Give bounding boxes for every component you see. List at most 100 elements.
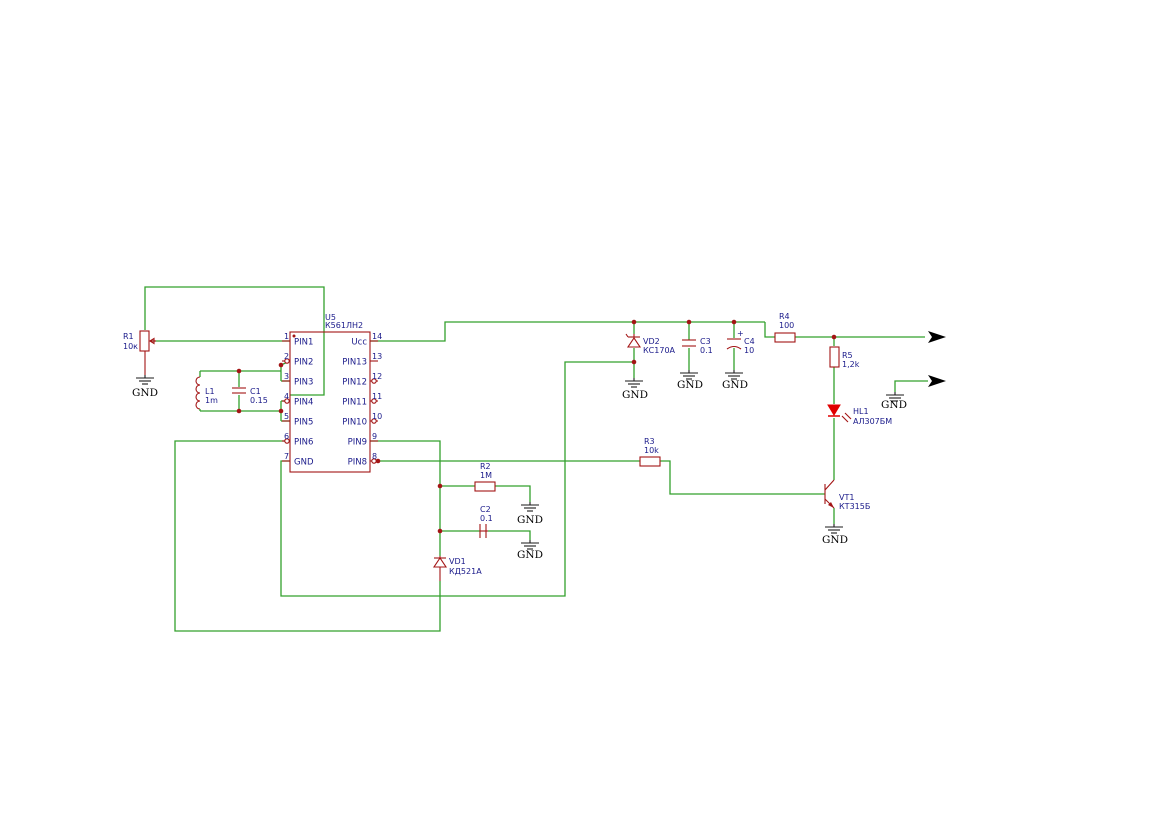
- hl1-ref: HL1: [853, 407, 869, 416]
- junction-dot: [437, 483, 443, 489]
- ground-label: GND: [132, 387, 158, 399]
- r3-value: 10k: [644, 446, 659, 455]
- ground-symbol: GND: [722, 370, 748, 391]
- r4-value: 100: [779, 321, 794, 330]
- ic-pin-number: 11: [372, 392, 382, 401]
- c3-value: 0.1: [700, 346, 713, 355]
- ic-ref: U5: [325, 313, 336, 322]
- diode-vd1[interactable]: VD1 КД521А: [432, 556, 482, 581]
- ic-pin-label: PIN5: [294, 418, 313, 428]
- ic-pin-label: PIN6: [294, 438, 313, 448]
- vd1-value: КД521А: [449, 567, 482, 576]
- junction-dot: [831, 334, 837, 340]
- resistor-r2[interactable]: R2 1M: [474, 462, 496, 492]
- ic-pin-label: PIN2: [294, 358, 313, 368]
- wires: [144, 286, 928, 632]
- ground-symbols: GND GND GND GND GND GND GND GND: [132, 370, 907, 561]
- ground-label: GND: [822, 534, 848, 546]
- junction-dot: [437, 528, 443, 534]
- ground-label: GND: [677, 379, 703, 391]
- junction-dots: [236, 319, 837, 534]
- r3-ref: R3: [644, 437, 655, 446]
- potentiometer-r1[interactable]: R1 10к: [123, 330, 156, 375]
- ic-pin-label: PIN13: [342, 358, 367, 368]
- ground-symbol: GND: [132, 375, 158, 399]
- junction-dot: [278, 362, 284, 368]
- junction-dot: [731, 319, 737, 325]
- ic-pin-number: 5: [284, 412, 289, 421]
- resistor-r4[interactable]: R4 100: [774, 312, 796, 343]
- ic-pin-label: PIN1: [294, 338, 313, 348]
- ic-pin-number: 2: [284, 352, 289, 361]
- junction-dot: [686, 319, 692, 325]
- zener-vd2[interactable]: VD2 КС170А: [625, 333, 676, 355]
- junction-dot: [236, 408, 242, 414]
- ic-pin-number: 10: [372, 412, 382, 421]
- ic-pin-number: 7: [284, 452, 289, 461]
- ic-pin-label: PIN12: [342, 378, 367, 388]
- ic-pin-label: GND: [294, 458, 314, 468]
- c4-ref: C4: [744, 337, 755, 346]
- r2-value: 1M: [480, 471, 492, 480]
- ic-pin-number: 8: [372, 452, 377, 461]
- vd2-value: КС170А: [643, 346, 676, 355]
- hl1-value: АЛ307БМ: [853, 417, 892, 426]
- ground-symbol: GND: [517, 540, 543, 561]
- inductor-l1[interactable]: L1 1m: [195, 371, 218, 411]
- capacitor-c2[interactable]: C2 0.1: [479, 505, 493, 538]
- ground-label: GND: [517, 514, 543, 526]
- ic-pin-label: PIN11: [342, 398, 367, 408]
- vt1-value: КТ315Б: [839, 502, 870, 511]
- ic-u5[interactable]: U5 К561ЛН2 1PIN12PIN23PIN34PIN45PIN56PIN…: [282, 313, 382, 473]
- ic-pin-number: 1: [284, 332, 289, 341]
- junction-dot: [375, 458, 381, 464]
- c1-ref: C1: [250, 387, 261, 396]
- transistor-vt1[interactable]: VT1 КТ315Б: [824, 479, 870, 511]
- ic-right-pins: 14Ucc13PIN1312PIN1211PIN1110PIN109PIN98P…: [342, 332, 382, 468]
- ground-symbol: GND: [517, 502, 543, 526]
- vd2-ref: VD2: [643, 337, 660, 346]
- output-arrow-positive[interactable]: [928, 331, 946, 343]
- ground-label: GND: [881, 399, 907, 411]
- ground-symbol: GND: [881, 392, 907, 411]
- output-arrow-ground[interactable]: [928, 375, 946, 387]
- resistor-r3[interactable]: R3 10k: [639, 437, 661, 467]
- r2-ref: R2: [480, 462, 491, 471]
- led-hl1[interactable]: HL1 АЛ307БМ: [827, 404, 892, 426]
- capacitor-c4[interactable]: + C4 10: [726, 329, 755, 355]
- ground-label: GND: [722, 379, 748, 391]
- c1-value: 0.15: [250, 396, 268, 405]
- r1-value: 10к: [123, 342, 138, 351]
- ic-pin-number: 13: [372, 352, 382, 361]
- ic-pin-label: PIN10: [342, 418, 367, 428]
- junction-dot: [236, 368, 242, 374]
- junction-dot: [631, 359, 637, 365]
- ic-pin-number: 14: [372, 332, 382, 341]
- c2-ref: C2: [480, 505, 491, 514]
- ic-pin-number: 9: [372, 432, 377, 441]
- ic-pin-number: 3: [284, 372, 289, 381]
- resistor-r5[interactable]: R5 1,2k: [829, 346, 860, 369]
- capacitor-c1[interactable]: C1 0.15: [232, 387, 268, 405]
- r1-ref: R1: [123, 332, 134, 341]
- vt1-ref: VT1: [839, 493, 854, 502]
- ground-symbol: GND: [822, 524, 848, 546]
- c4-polarity: +: [737, 329, 744, 338]
- ic-pin-label: PIN9: [348, 438, 367, 448]
- junction-dot: [278, 408, 284, 414]
- capacitor-c3[interactable]: C3 0.1: [682, 337, 713, 355]
- ic-pin-number: 6: [284, 432, 289, 441]
- ic-body: [289, 331, 371, 473]
- ground-label: GND: [622, 389, 648, 401]
- c4-value: 10: [744, 346, 754, 355]
- r5-ref: R5: [842, 351, 853, 360]
- ground-symbol: GND: [677, 370, 703, 391]
- r4-ref: R4: [779, 312, 790, 321]
- l1-value: 1m: [205, 396, 218, 405]
- ground-label: GND: [517, 549, 543, 561]
- vd1-ref: VD1: [449, 557, 466, 566]
- c3-ref: C3: [700, 337, 711, 346]
- r5-value: 1,2k: [842, 360, 860, 369]
